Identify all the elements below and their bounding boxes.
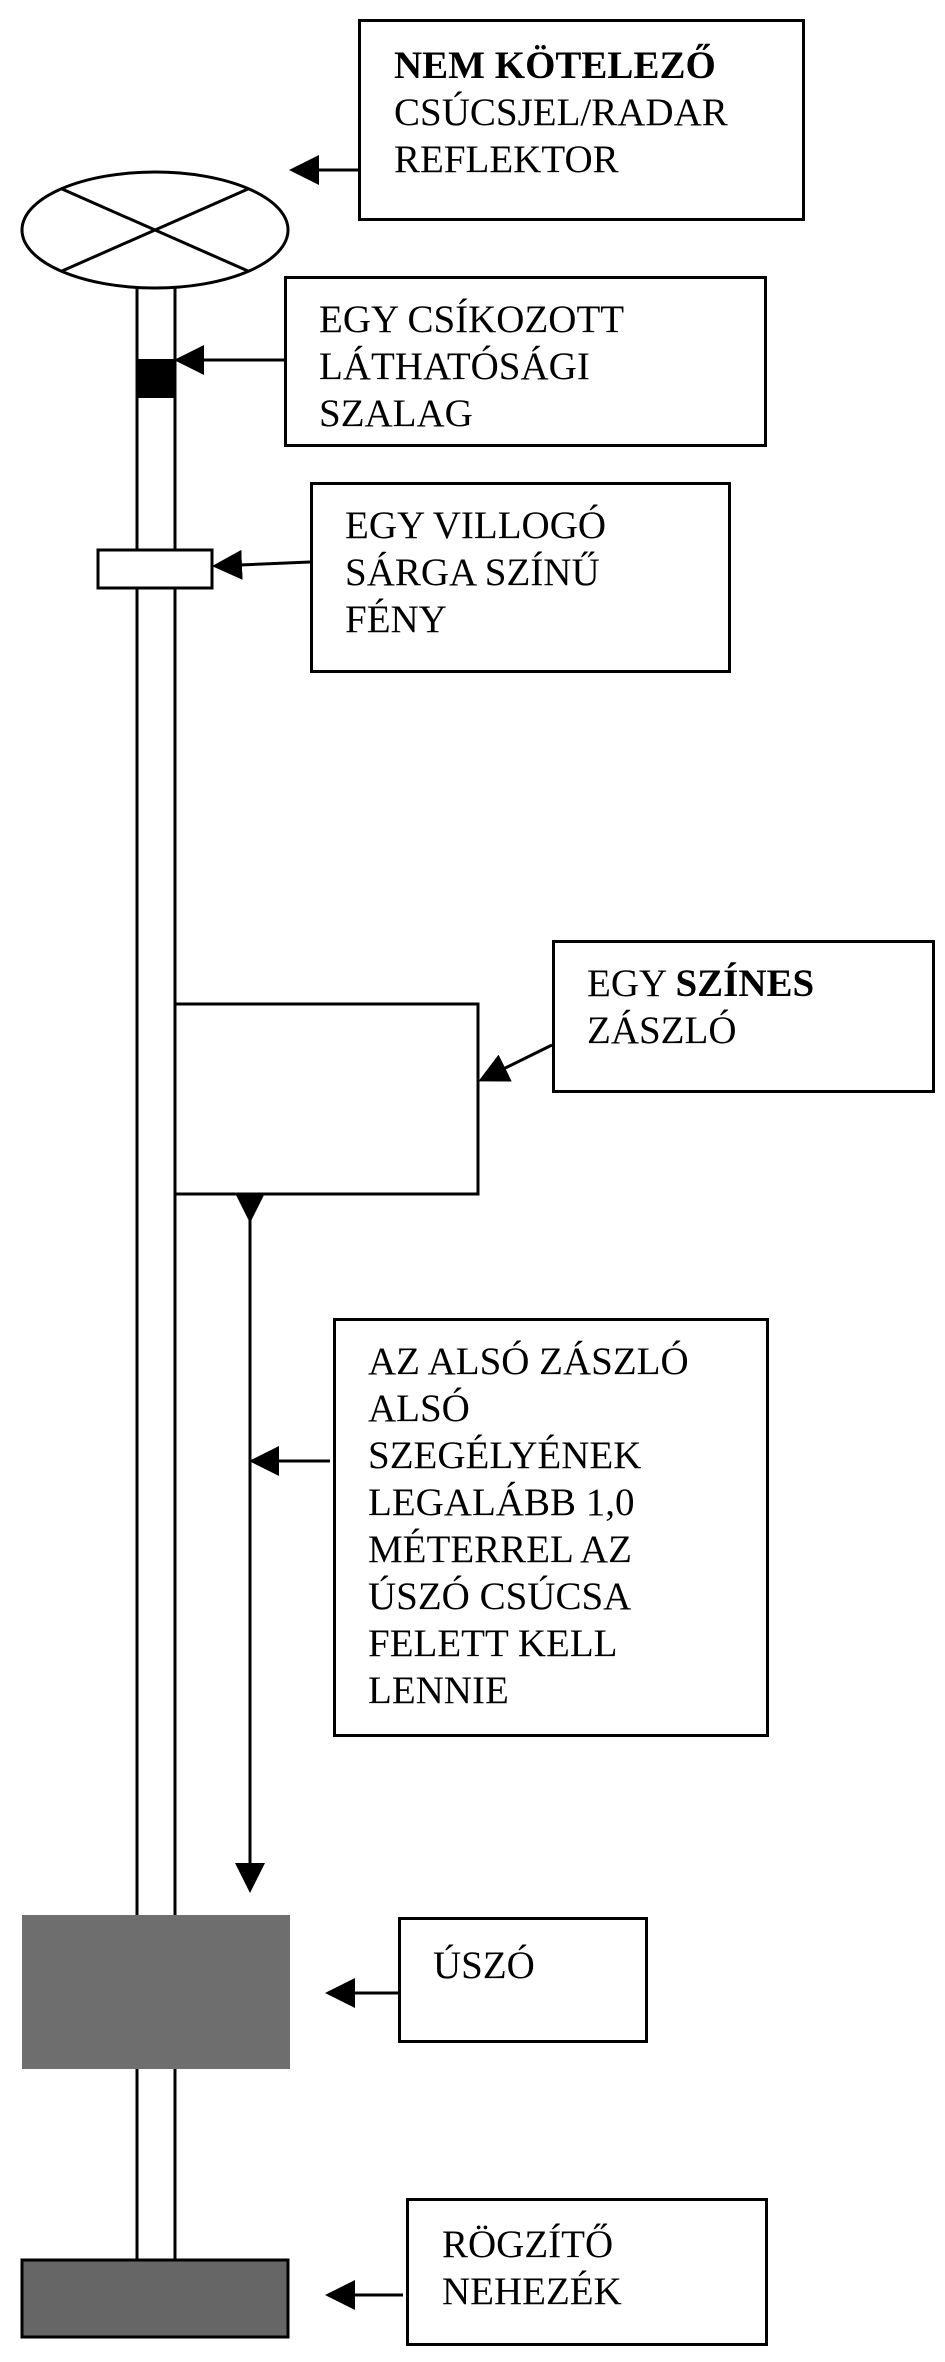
visibility-tape — [137, 359, 175, 398]
weight-label: RÖGZÍTŐ NEHEZÉK — [406, 2198, 768, 2346]
light-arrow — [212, 549, 311, 580]
weight-label-text: RÖGZÍTŐ NEHEZÉK — [442, 2223, 622, 2313]
reflector-label-rest: CSÚCSJEL/RADAR REFLEKTOR — [394, 91, 728, 181]
flag — [173, 1002, 480, 1196]
float-label: ÚSZÓ — [398, 1917, 648, 2043]
flag-label-prefix: EGY — [587, 962, 676, 1005]
reflector-label-line1: NEM KÖTELEZŐ — [394, 44, 716, 87]
flashing-light — [96, 548, 214, 590]
flag-label-bold: SZÍNES — [675, 962, 815, 1005]
float-label-text: ÚSZÓ — [433, 1944, 535, 1987]
height-rule-label: AZ ALSÓ ZÁSZLÓ ALSÓ SZEGÉLYÉNEK LEGALÁBB… — [333, 1318, 769, 1737]
tape-label-text: EGY CSÍKOZOTT LÁTHATÓSÁGI SZALAG — [319, 298, 625, 435]
tape-label: EGY CSÍKOZOTT LÁTHATÓSÁGI SZALAG — [284, 276, 767, 447]
light-label-text: EGY VILLOGÓ SÁRGA SZÍNŰ FÉNY — [345, 504, 607, 641]
anchor-weight — [20, 2258, 290, 2339]
flag-arrow — [478, 1043, 553, 1082]
height-rule-label-text: AZ ALSÓ ZÁSZLÓ ALSÓ SZEGÉLYÉNEK LEGALÁBB… — [368, 1340, 689, 1712]
float — [22, 1915, 290, 2069]
light-label: EGY VILLOGÓ SÁRGA SZÍNŰ FÉNY — [310, 482, 731, 673]
radar-reflector-icon — [20, 170, 290, 290]
reflector-label: NEM KÖTELEZŐ CSÚCSJEL/RADAR REFLEKTOR — [358, 19, 805, 221]
flag-label-rest: ZÁSZLÓ — [587, 1009, 737, 1052]
flag-label: EGY SZÍNES ZÁSZLÓ — [552, 940, 935, 1093]
